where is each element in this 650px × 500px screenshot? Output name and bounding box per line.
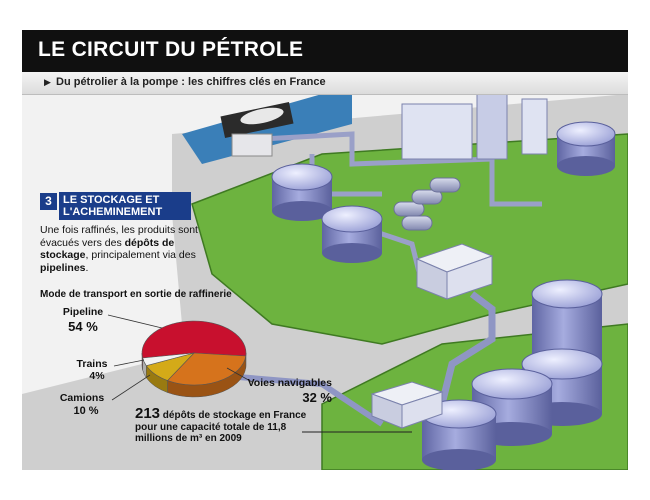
triangle-right-icon: ▶	[44, 77, 51, 87]
infographic-frame: LE CIRCUIT DU PÉTROLE ▶ Du pétrolier à l…	[22, 30, 628, 470]
subtitle-bar: ▶ Du pétrolier à la pompe : les chiffres…	[22, 72, 628, 95]
depots-text: dépôts de stockage en France pour une ca…	[135, 410, 307, 444]
desc-part-2: , principalement via des	[85, 249, 196, 261]
depots-count: 213	[135, 405, 161, 422]
pumps	[393, 177, 461, 231]
refinery-scene	[22, 94, 628, 470]
section-number-badge: 3	[40, 193, 57, 210]
value-trains: 4%	[89, 370, 105, 382]
value-pipeline: 54 %	[68, 319, 98, 334]
title-bar: LE CIRCUIT DU PÉTROLE	[22, 30, 628, 72]
label-voies-navigables: Voies navigables	[247, 377, 332, 389]
page-title: LE CIRCUIT DU PÉTROLE	[38, 38, 304, 61]
desc-bold-depots: dépôts de stockage	[40, 236, 175, 262]
value-voies-navigables: 32 %	[302, 390, 332, 405]
chart-title: Mode de transport en sortie de raffineri…	[40, 289, 232, 300]
label-pipeline: Pipeline	[62, 306, 104, 318]
pumping-station	[415, 243, 494, 300]
pipeline-main	[438, 291, 496, 405]
storage-tanks-lower	[421, 348, 603, 470]
section-title: LE STOCKAGE ET L'ACHEMINEMENT	[59, 192, 191, 220]
storage-tanks-upper	[271, 121, 616, 263]
label-camions: Camions	[59, 392, 105, 404]
desc-bold-pipelines: pipelines	[40, 261, 86, 274]
section-description: Une fois raffinés, les produits sont éva…	[40, 224, 200, 274]
value-camions: 10 %	[73, 405, 99, 417]
page-subtitle: Du pétrolier à la pompe : les chiffres c…	[56, 76, 326, 88]
ship-deck	[240, 107, 284, 125]
desc-part-1: Une fois raffinés, les produits sont éva…	[40, 224, 198, 249]
depot-building	[370, 381, 444, 429]
refinery-buildings	[231, 94, 548, 160]
desc-part-3: .	[85, 261, 89, 274]
label-trains: Trains	[76, 358, 108, 370]
depots-callout: 213 dépôts de stockage en France pour un…	[135, 405, 325, 445]
